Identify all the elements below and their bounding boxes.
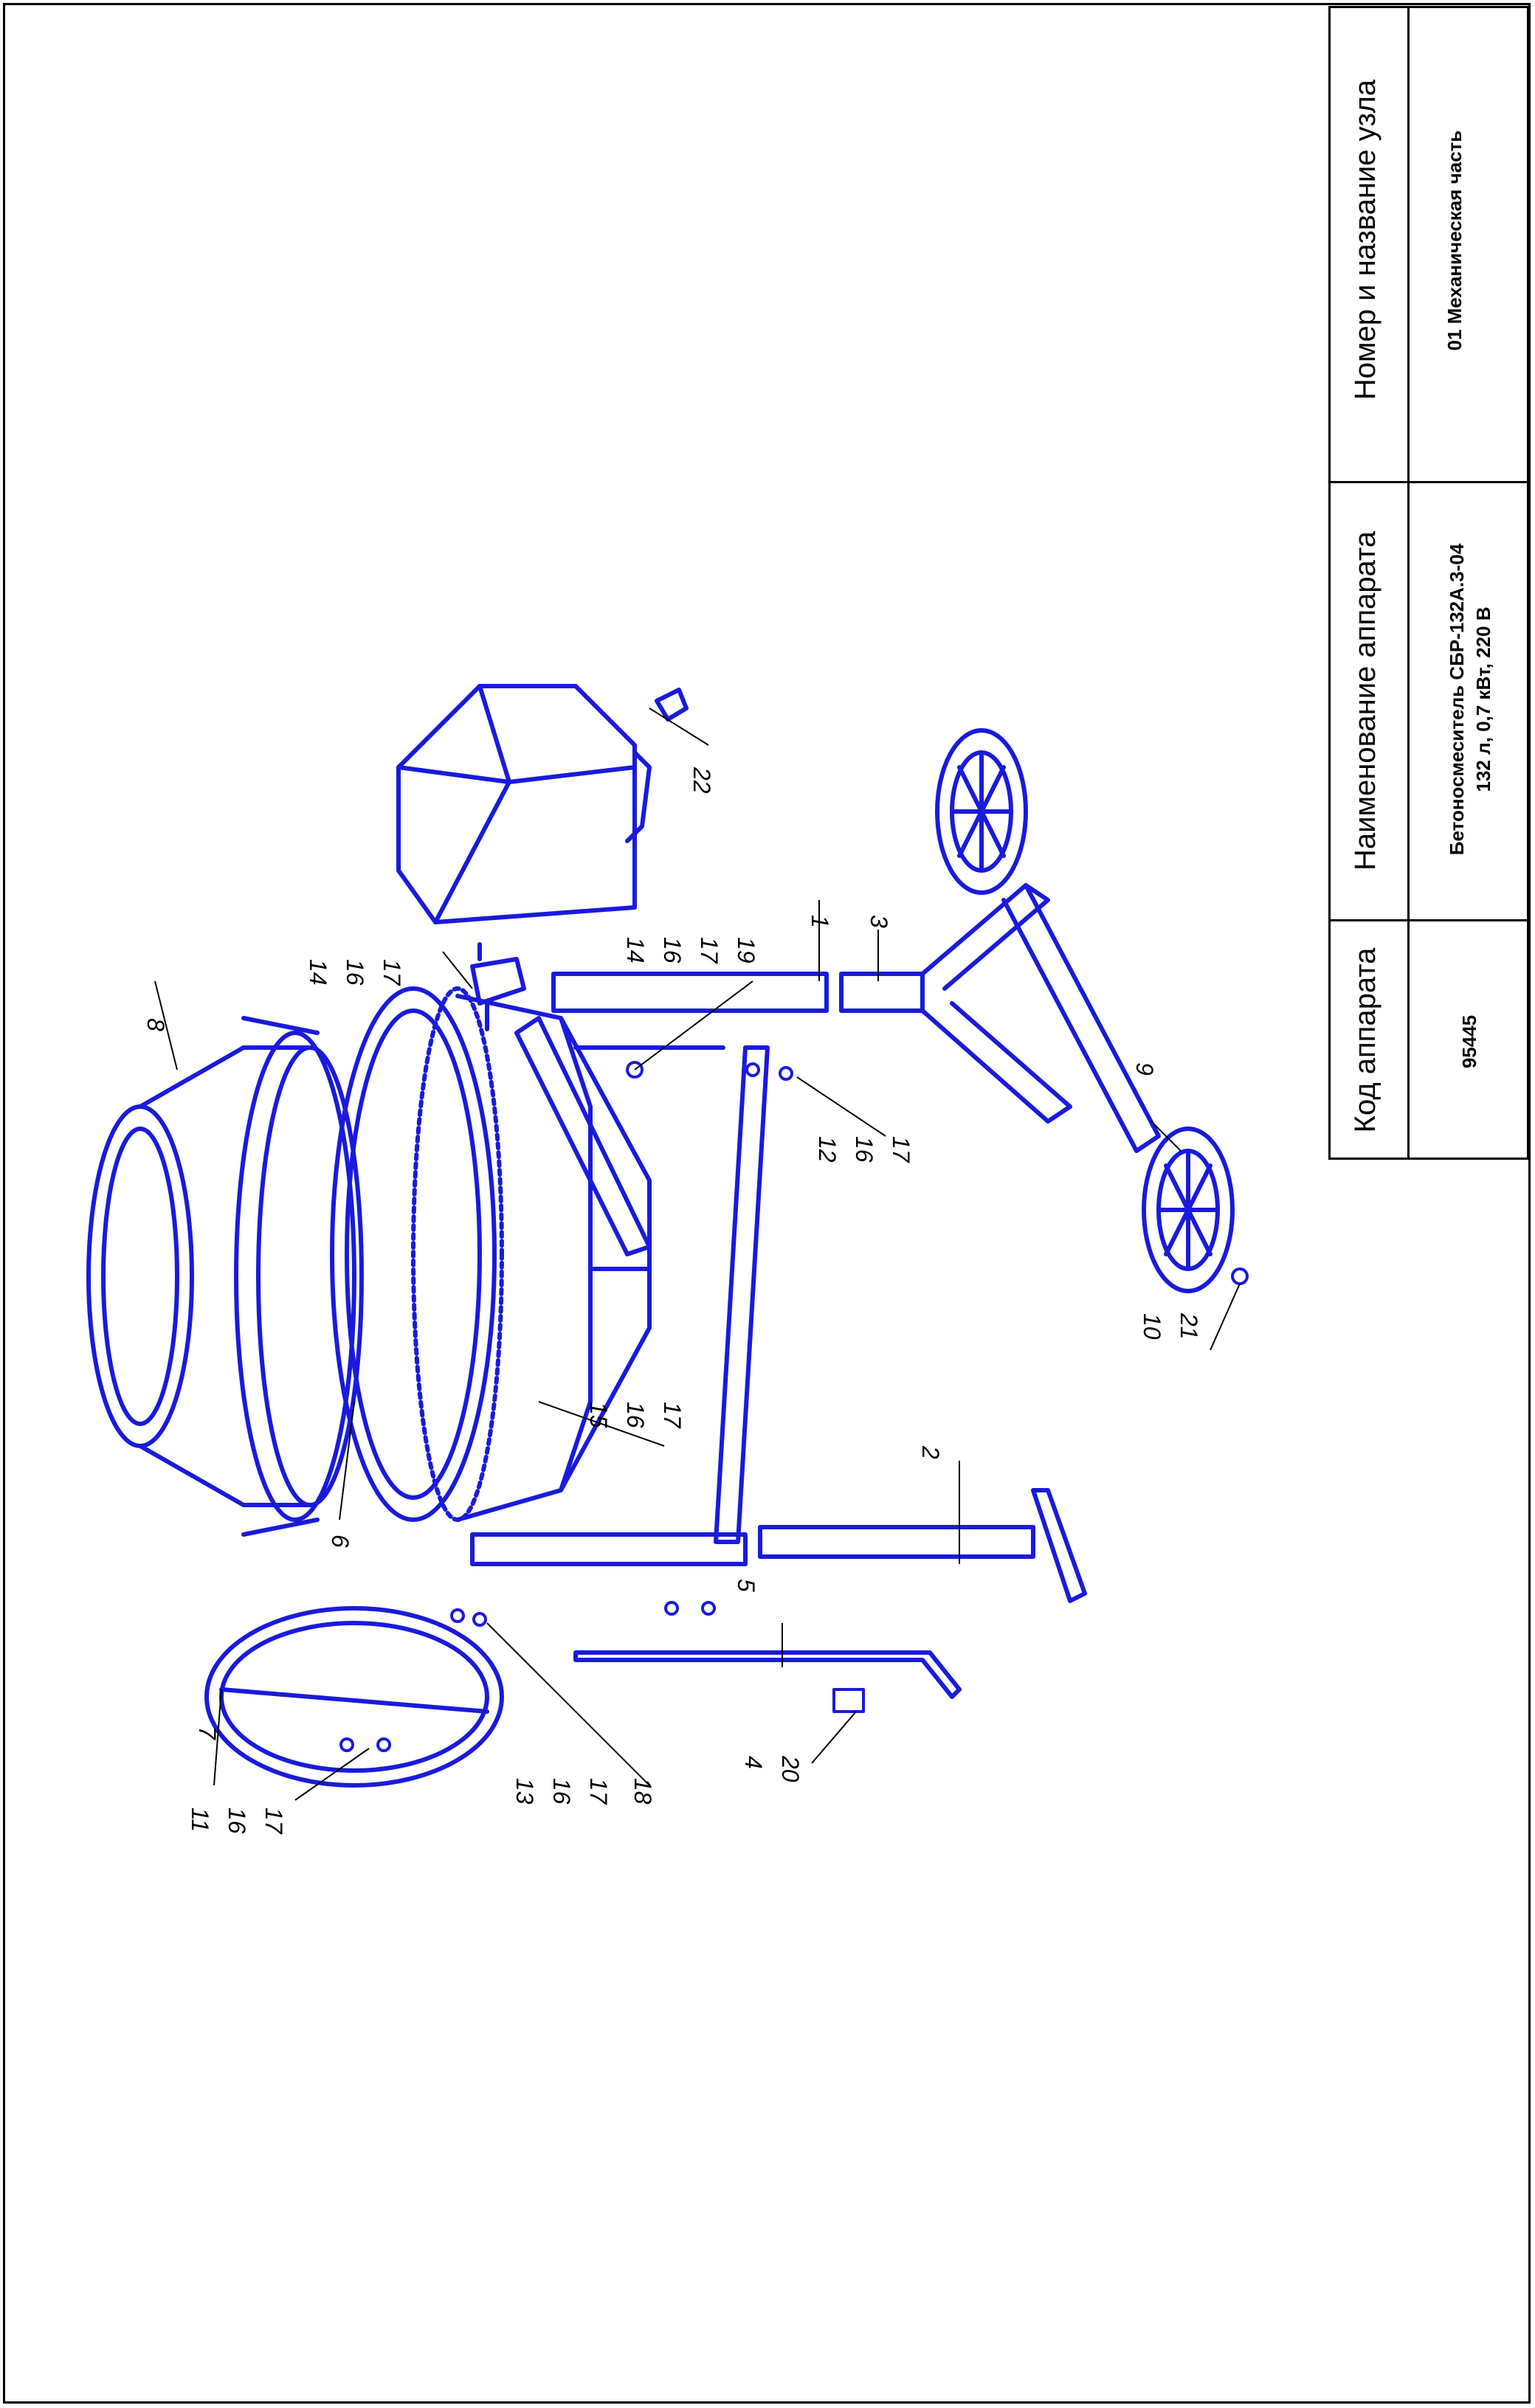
callout-1: 1 [807,915,833,928]
col-name-header: Наименование аппарата [1349,531,1382,871]
col-code-value: 95445 [1458,1014,1480,1069]
callout-g-left-a: 11 [187,1807,213,1832]
shaft [470,942,652,1256]
callout-g-ring-c: 17 [585,1778,612,1805]
callout-g-leg-c: 17 [888,1136,914,1163]
title-block-divider-v [1407,6,1410,1160]
callout-g-drum-b: 16 [622,1402,649,1428]
callout-g-top-a: 14 [305,959,331,986]
callout-g-mid-d: 19 [733,937,759,963]
callout-g-mid-b: 16 [659,937,686,963]
wheel-right [1142,1127,1235,1293]
callout-8: 8 [142,1018,169,1031]
leg-part-2 [758,1488,1087,1603]
wheel-left [935,728,1028,895]
callout-g-drum-c: 17 [659,1402,686,1429]
title-block [1328,6,1529,1160]
callout-g-ring-b: 16 [548,1778,575,1805]
callout-2: 2 [917,1445,944,1459]
callout-g-mid-a: 14 [622,937,649,963]
sheet-border [3,3,1531,2404]
axle-frame [839,883,1161,1153]
col-node-value: 01 Механическая часть [1443,130,1466,351]
callout-g-top-b: 16 [342,959,368,986]
callout-22: 22 [689,767,715,794]
callout-g-ring-d: 18 [629,1778,656,1805]
callout-g-leg-b: 16 [851,1136,877,1163]
title-block-divider-h1 [1328,481,1529,483]
col-name-value-2: 132 л, 0,7 кВт, 220 В [1472,606,1494,792]
callout-g-ring-a: 13 [511,1778,538,1805]
col-node-header: Номер и название узла [1349,79,1382,401]
callout-9: 9 [1131,1062,1158,1076]
callout-7: 7 [194,1726,221,1740]
callout-4: 4 [740,1756,767,1769]
leader-lines [154,707,1241,1801]
callout-20: 20 [777,1755,804,1782]
callout-g-drum-a: 15 [585,1402,612,1428]
handle [573,1650,962,1699]
callout-g-left-c: 17 [261,1807,287,1835]
callout-5: 5 [733,1579,759,1592]
callout-21: 21 [1176,1312,1202,1340]
callout-g-top-c: 17 [379,959,405,986]
col-name-value-1: Бетоносмеситель СБР-132А.3-04 [1446,543,1468,856]
callout-6: 6 [327,1535,353,1548]
drum-rear [455,994,652,1522]
front-ring [204,1606,504,1788]
callout-g-left-b: 16 [224,1807,250,1834]
title-block-divider-h2 [1328,919,1529,921]
callout-g-mid-c: 17 [696,937,722,964]
motor-cover [396,684,652,924]
callout-labels: 8 6 7 9 1 3 2 5 4 20 22 10 21 14 16 17 1… [142,767,1202,1835]
callout-g-leg-a: 12 [814,1136,841,1163]
drum [86,1016,364,1537]
clamp-part [655,688,689,722]
gear-ring [330,986,504,1522]
col-code-header: Код аппарата [1349,947,1382,1133]
main-frame [470,972,829,1566]
callout-3: 3 [866,915,892,928]
exploded-view-drawing: 8 6 7 9 1 3 2 5 4 20 22 10 21 14 16 17 1… [86,684,1249,1835]
callout-10: 10 [1139,1313,1165,1340]
